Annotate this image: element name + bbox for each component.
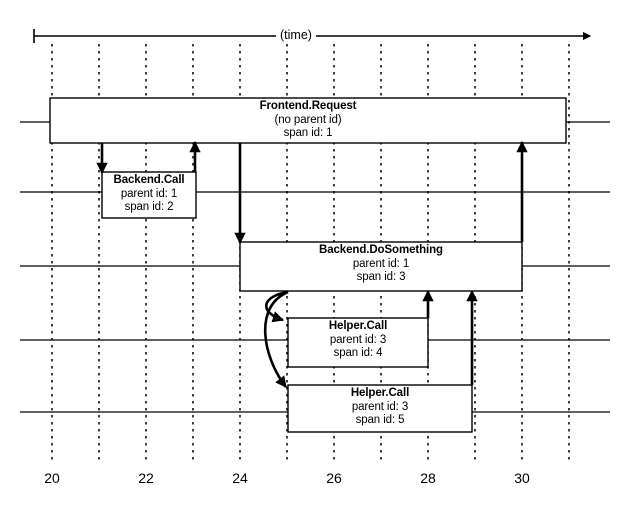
span-box-2[interactable] (101, 171, 197, 219)
time-axis-caption: (time) (276, 28, 316, 42)
time-tick-label-26: 26 (326, 470, 342, 486)
span-box-4[interactable] (287, 317, 429, 368)
span-box-1[interactable] (49, 97, 567, 144)
time-tick-label-30: 30 (514, 470, 530, 486)
span-box-5[interactable] (287, 384, 473, 433)
call-dosomething-to-helper-4-curve (264, 290, 289, 323)
time-tick-label-28: 28 (420, 470, 436, 486)
connectors (96, 140, 528, 388)
time-tick-label-20: 20 (44, 470, 60, 486)
span-box-3[interactable] (239, 241, 523, 292)
time-tick-label-22: 22 (138, 470, 154, 486)
call-dosomething-to-helper-5-curve (263, 290, 289, 388)
span-boxes (49, 97, 567, 433)
time-tick-label-24: 24 (232, 470, 248, 486)
